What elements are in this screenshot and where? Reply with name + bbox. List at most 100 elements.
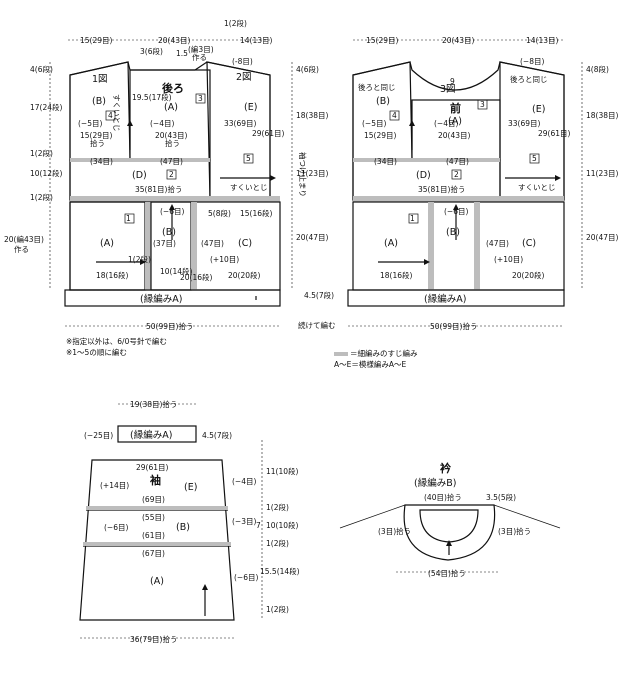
front-m4: (−4目) (434, 119, 458, 128)
sleeve-a: (A) (150, 576, 164, 587)
back-s20-16: 20(16段) (180, 272, 213, 282)
front-band-v2 (474, 202, 480, 290)
front-box-2: 2 (454, 170, 459, 179)
front-piece-3: 3図 (440, 84, 456, 95)
back-h-4-6: 4(6段) (30, 64, 53, 74)
front-width-left: 15(29目) (366, 36, 399, 45)
back-h-20-43: 20(編43目) (4, 234, 44, 244)
back-title: 後ろ (162, 81, 184, 95)
back-border-label: (縁編みA) (140, 293, 182, 305)
back-label-a2: (A) (100, 238, 114, 249)
collar-sub: (縁編みB) (414, 477, 456, 489)
front-width-mid: 20(43目) (442, 36, 475, 45)
back-box-4: 4 (108, 111, 113, 120)
back-pick-1: 拾う (90, 138, 105, 148)
collar-s54: (54目)拾う (428, 568, 466, 578)
front-width-right: 14(13目) (526, 36, 559, 45)
sleeve-s55: (55目) (142, 513, 165, 522)
collar-s35: 3.5(5段) (486, 492, 516, 502)
sleeve-h1-2c: 1(2段) (266, 604, 289, 614)
collar-s3b: (3目)拾う (498, 526, 531, 536)
back-m4: (−4目) (150, 119, 174, 128)
front-label-e: (E) (532, 104, 545, 115)
sleeve-m3: (−3目) (232, 517, 256, 526)
back-neck-stitch: (編3目) (188, 44, 214, 54)
front-s47: (47目) (446, 157, 469, 166)
back-s37: (37目) (153, 239, 176, 248)
front-label-c: (C) (522, 238, 536, 249)
front-r-4: 4(8段) (586, 64, 609, 74)
back-h-10-12: 10(12段) (30, 168, 63, 178)
back-s1-2: 1(2段) (128, 254, 151, 264)
back-band-v1 (145, 202, 151, 290)
collar-panel: 衿 (縁編みB) (40目)拾う 3.5(5段) (3目)拾う (3目)拾う (… (339, 461, 561, 578)
collar-inner (419, 509, 479, 543)
back-s15-16: 15(16段) (240, 208, 273, 218)
back-box-2: 2 (169, 170, 174, 179)
front-box-3: 3 (480, 100, 485, 109)
back-label-e: (E) (244, 102, 257, 113)
front-piece-b (352, 61, 413, 161)
front-r-20: 20(47目) (586, 233, 619, 242)
back-m6: (−6目) (160, 207, 184, 216)
front-label-d: (D) (416, 170, 431, 181)
back-r-20-47: 20(47目) (296, 233, 329, 242)
sleeve-m4: (−4目) (232, 477, 256, 486)
back-neck-15: 1.5 (176, 49, 188, 58)
sleeve-outline (79, 459, 235, 621)
front-box-1: 1 (410, 214, 415, 223)
back-p10: (+10目) (210, 255, 239, 264)
back-panel: 1 2 3 4 5 後ろ 1図 2図 (B) (A) (E) (D) (A) (… (4, 18, 336, 331)
back-box-1: 1 (126, 214, 131, 223)
sleeve-top: 19(38目)拾う (130, 399, 177, 409)
front-s35: 35(81目)拾う (418, 184, 465, 194)
back-r-4-6: 4(6段) (296, 64, 319, 74)
sleeve-b: (B) (176, 522, 190, 533)
back-shoulder-dec: (-8目) (232, 57, 253, 66)
sleeve-e: (E) (184, 482, 197, 493)
back-box-3: 3 (198, 94, 203, 103)
back-piece-1-label: 1図 (92, 74, 108, 85)
sleeve-h1-2a: 1(2段) (266, 502, 289, 512)
sleeve-band-2 (83, 542, 231, 546)
front-band-2 (353, 158, 500, 162)
back-s34: (34目) (90, 157, 113, 166)
back-s15: 15(29目) (80, 131, 113, 140)
back-make: 作る (192, 52, 207, 62)
front-s47b: (47目) (486, 239, 509, 248)
notes: ※指定以外は、6/0号針で編む ※1〜5の順に編む ＝細編みのすじ編み A〜E＝… (66, 336, 418, 369)
sleeve-border (117, 425, 197, 443)
back-neck-step: 1(2段) (224, 18, 247, 28)
back-s33: 33(69目) (224, 119, 257, 128)
back-h-1-2b: 1(2段) (30, 192, 53, 202)
front-same-back-left: 後ろと同じ (358, 82, 396, 92)
back-s20: 20(43目) (155, 131, 188, 140)
back-s20-20: 20(20段) (228, 270, 261, 280)
sleeve-band-1 (86, 506, 228, 510)
legend-1: ＝細編みのすじ編み (350, 348, 418, 358)
sleeve-m25: (−25目) (84, 431, 113, 440)
front-label-a: (A) (448, 116, 462, 127)
front-s29: 29(61目) (538, 129, 571, 138)
front-border (347, 289, 565, 307)
back-label-b2: (B) (162, 227, 176, 238)
back-neck-3: 3(6段) (140, 46, 163, 56)
collar-outer (403, 504, 496, 561)
sleeve-title: 袖 (150, 473, 161, 487)
collar-title: 衿 (440, 461, 451, 475)
back-band-2 (70, 158, 210, 162)
sleeve-h1-2b: 1(2段) (266, 538, 289, 548)
back-label-b: (B) (92, 96, 106, 107)
front-border-label: (縁編みA) (424, 293, 466, 305)
back-border (64, 289, 281, 307)
back-total: 50(99目)拾う (146, 321, 193, 331)
front-total: 50(99目)拾う (430, 321, 477, 331)
sleeve-h7: 7 (256, 521, 261, 530)
sleeve-h15-5: 15.5(14段) (260, 566, 300, 576)
legend-swatch (334, 352, 348, 356)
front-sukui: すくいとじ (518, 183, 556, 192)
sleeve-s69: (69目) (142, 495, 165, 504)
front-band-1 (353, 196, 564, 202)
back-r-11-23: 11(23目) (296, 169, 329, 178)
front-box-5: 5 (532, 154, 537, 163)
